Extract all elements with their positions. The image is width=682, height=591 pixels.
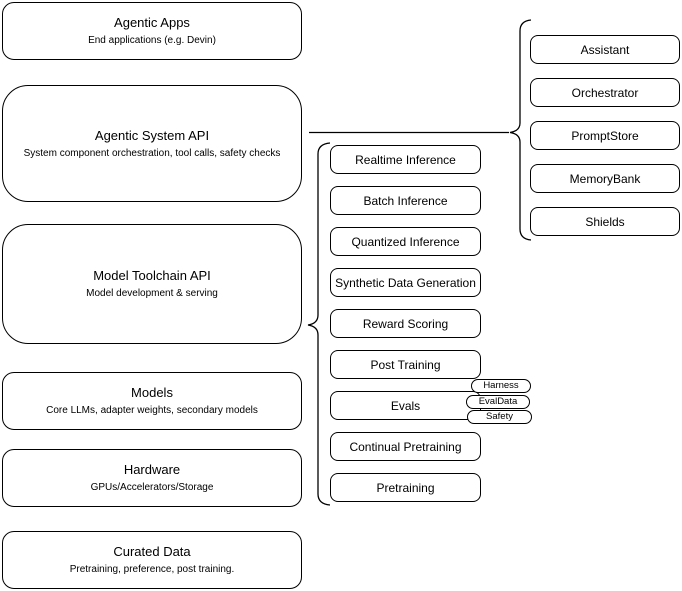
layer-stack: Agentic Apps End applications (e.g. Devi… (0, 0, 304, 591)
toolchain-component-label: Synthetic Data Generation (335, 275, 476, 290)
layer-subtitle: GPUs/Accelerators/Storage (90, 482, 214, 493)
evals-tag-pill: Harness (471, 379, 531, 393)
evals-tag-label: Harness (483, 380, 519, 392)
toolchain-component-box: Evals (330, 391, 481, 420)
layer-title: Curated Data (113, 544, 191, 559)
toolchain-component-label: Reward Scoring (362, 316, 449, 331)
system-component-label: Assistant (580, 42, 630, 57)
evals-tag-pill: EvalData (466, 395, 530, 409)
system-component-label: Orchestrator (571, 85, 639, 100)
system-component-box: Orchestrator (530, 78, 680, 107)
layer-title: Hardware (123, 462, 181, 477)
toolchain-component-box: Reward Scoring (330, 309, 481, 338)
toolchain-component-box: Pretraining (330, 473, 481, 502)
layer-subtitle: End applications (e.g. Devin) (88, 35, 216, 46)
layer-title: Model Toolchain API (93, 268, 211, 283)
toolchain-component-box: Post Training (330, 350, 481, 379)
toolchain-component-label: Post Training (370, 357, 441, 372)
layer-subtitle: Core LLMs, adapter weights, secondary mo… (46, 405, 258, 416)
toolchain-component-label: Quantized Inference (351, 234, 460, 249)
system-components-group: Assistant Orchestrator PromptStore Memor… (530, 35, 680, 236)
toolchain-component-box: Batch Inference (330, 186, 481, 215)
layer-box: Model Toolchain API Model development & … (2, 224, 302, 344)
toolchain-component-label: Continual Pretraining (349, 439, 462, 454)
system-brace (509, 19, 532, 241)
layer-title: Agentic System API (94, 127, 210, 143)
layer-box: Agentic System API System component orch… (2, 85, 302, 202)
layer-subtitle: System component orchestration, tool cal… (23, 147, 281, 159)
evals-tag-pill: Safety (467, 410, 532, 424)
system-component-box: Assistant (530, 35, 680, 64)
toolchain-component-label: Evals (390, 398, 421, 413)
layer-subtitle: Pretraining, preference, post training. (69, 564, 235, 575)
system-component-box: MemoryBank (530, 164, 680, 193)
toolchain-component-label: Realtime Inference (355, 152, 456, 167)
toolchain-components-group: Realtime Inference Batch Inference Quant… (330, 145, 481, 502)
toolchain-component-label: Pretraining (376, 480, 435, 495)
system-component-label: PromptStore (571, 128, 639, 143)
layer-box: Models Core LLMs, adapter weights, secon… (2, 372, 302, 430)
layer-box: Curated Data Pretraining, preference, po… (2, 531, 302, 589)
system-component-label: Shields (585, 214, 625, 229)
toolchain-component-box: Realtime Inference (330, 145, 481, 174)
layer-box: Hardware GPUs/Accelerators/Storage (2, 449, 302, 507)
evals-tag-label: Safety (486, 411, 513, 423)
system-component-box: Shields (530, 207, 680, 236)
toolchain-brace (307, 142, 331, 506)
layer-box: Agentic Apps End applications (e.g. Devi… (2, 2, 302, 60)
layer-subtitle: Model development & serving (86, 288, 218, 299)
system-component-box: PromptStore (530, 121, 680, 150)
evals-tags-group: Harness EvalData Safety (466, 379, 534, 425)
toolchain-component-box: Quantized Inference (330, 227, 481, 256)
layer-title: Models (131, 385, 173, 400)
evals-tag-label: EvalData (478, 396, 518, 408)
toolchain-component-box: Synthetic Data Generation (330, 268, 481, 297)
toolchain-component-label: Batch Inference (363, 193, 448, 208)
system-component-label: MemoryBank (569, 171, 641, 186)
toolchain-component-box: Continual Pretraining (330, 432, 481, 461)
layer-title: Agentic Apps (114, 15, 190, 30)
